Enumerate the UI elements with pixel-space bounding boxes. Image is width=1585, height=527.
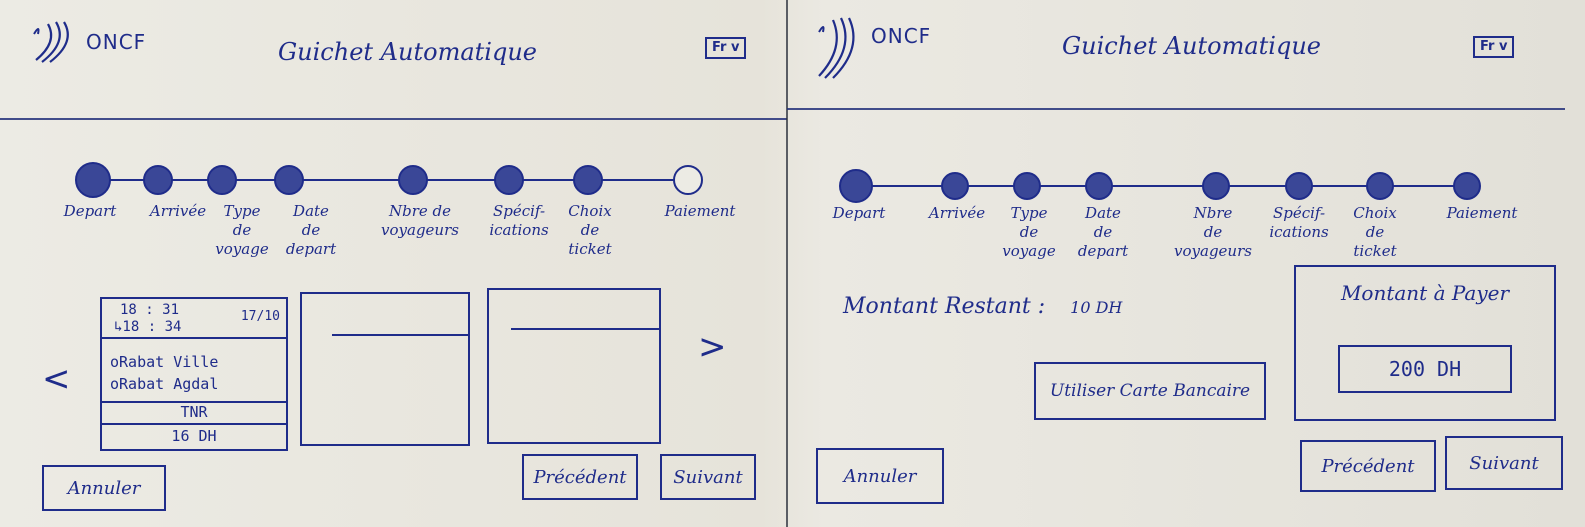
- oncf-logo-icon: [33, 21, 69, 63]
- ticket-card-selected[interactable]: 18 : 31 ↳18 : 34 17/10 oRabat Ville oRab…: [100, 297, 288, 451]
- prev-ticket-arrow[interactable]: <: [42, 359, 71, 399]
- stepper-track: [839, 169, 1481, 203]
- departure-time: 18 : 31: [120, 302, 180, 318]
- step-dot-7: [573, 165, 603, 195]
- travel-date: 17/10: [240, 309, 280, 324]
- ticket-divider: [332, 334, 468, 336]
- stepper-track: [75, 162, 703, 198]
- step-dot-7: [1366, 172, 1394, 200]
- step-dot-6: [1285, 172, 1313, 200]
- oncf-logo: ONCF: [30, 20, 146, 64]
- train-type: TNR: [180, 403, 208, 421]
- ticket-divider: [102, 337, 286, 339]
- step-label-7: Choix de ticket: [568, 202, 612, 258]
- oncf-logo-icon: [818, 17, 855, 79]
- ticket-price: 16 DH: [171, 427, 217, 445]
- logo-text: ONCF: [86, 30, 147, 54]
- step-dot-8: [673, 165, 703, 195]
- panel-payment: ONCF Guichet Automatique Fr v Depart Arri…: [787, 0, 1585, 527]
- next-button[interactable]: Suivant: [660, 454, 756, 500]
- station-to: oRabat Agdal: [110, 375, 286, 393]
- remaining-value: 10 DH: [1070, 298, 1123, 317]
- language-select[interactable]: Fr v: [705, 37, 747, 60]
- ticket-divider: [102, 401, 286, 403]
- progress-stepper: Depart Arrivée Type de voyage Date de depar…: [0, 160, 787, 270]
- step-label-3: Type de voyage: [215, 202, 269, 258]
- step-label-5: Nbre de voyageurs: [381, 202, 459, 239]
- panel-divider: [786, 0, 788, 527]
- station-to-label: Rabat Agdal: [119, 375, 219, 393]
- step-dot-3: [1013, 172, 1041, 200]
- step-label-2: Arrivée: [928, 204, 986, 222]
- step-label-6: Spécif- ications: [1269, 204, 1329, 241]
- cancel-button[interactable]: Annuler: [816, 448, 944, 504]
- step-label-4: Date de depart: [285, 202, 337, 258]
- ticket-card-empty[interactable]: [487, 288, 661, 444]
- step-label-7: Choix de ticket: [1353, 204, 1397, 260]
- next-ticket-arrow[interactable]: >: [698, 327, 727, 367]
- amount-to-pay-value: 200 DH: [1338, 345, 1512, 393]
- step-dot-4: [1085, 172, 1113, 200]
- step-dot-4: [274, 165, 304, 195]
- step-label-8: Paiement: [1446, 204, 1518, 222]
- use-bank-card-button[interactable]: Utiliser Carte Bancaire: [1034, 362, 1266, 420]
- step-label-2: Arrivée: [149, 202, 207, 220]
- panel-ticket-selection: ONCF Guichet Automatique Fr v Depart Arri…: [0, 0, 787, 527]
- station-pin-icon: o: [110, 353, 120, 371]
- step-dot-1: [839, 169, 873, 203]
- ticket-card-empty[interactable]: [300, 292, 470, 446]
- step-label-5: Nbre de voyageurs: [1174, 204, 1252, 260]
- step-dot-5: [398, 165, 428, 195]
- amount-to-pay-box: Montant à Payer 200 DH: [1294, 265, 1556, 421]
- next-button[interactable]: Suivant: [1445, 436, 1563, 490]
- step-label-1: Depart: [63, 202, 117, 220]
- oncf-logo: ONCF: [815, 14, 931, 80]
- step-label-1: Depart: [832, 204, 886, 222]
- logo-text: ONCF: [871, 24, 932, 48]
- step-label-8: Paiement: [664, 202, 736, 220]
- amount-to-pay-title: Montant à Payer: [1340, 281, 1510, 305]
- step-label-4: Date de depart: [1077, 204, 1129, 260]
- header-divider: [787, 108, 1565, 110]
- step-dot-2: [941, 172, 969, 200]
- step-dot-1: [75, 162, 111, 198]
- ticket-divider: [511, 328, 659, 330]
- cancel-button[interactable]: Annuler: [42, 465, 166, 511]
- progress-stepper: Depart Arrivée Type de voyage Date de depar…: [787, 166, 1585, 276]
- step-dot-3: [207, 165, 237, 195]
- previous-button[interactable]: Précédent: [522, 454, 638, 500]
- previous-button[interactable]: Précédent: [1300, 440, 1436, 492]
- step-dot-2: [143, 165, 173, 195]
- app-title: Guichet Automatique: [1062, 32, 1321, 60]
- station-pin-icon: o: [110, 375, 120, 393]
- app-title: Guichet Automatique: [278, 38, 537, 66]
- station-from: oRabat Ville: [110, 353, 286, 371]
- step-dot-8: [1453, 172, 1481, 200]
- ticket-divider: [102, 423, 286, 425]
- step-dot-5: [1202, 172, 1230, 200]
- remaining-label: Montant Restant :: [843, 294, 1046, 319]
- arrival-time: ↳18 : 34: [114, 319, 182, 335]
- station-from-label: Rabat Ville: [119, 353, 219, 371]
- header-divider: [0, 118, 787, 120]
- step-dot-6: [494, 165, 524, 195]
- step-label-6: Spécif- ications: [489, 202, 549, 239]
- step-label-3: Type de voyage: [1002, 204, 1056, 260]
- remaining-amount: Montant Restant : 10 DH: [843, 294, 1122, 319]
- language-select[interactable]: Fr v: [1473, 36, 1515, 59]
